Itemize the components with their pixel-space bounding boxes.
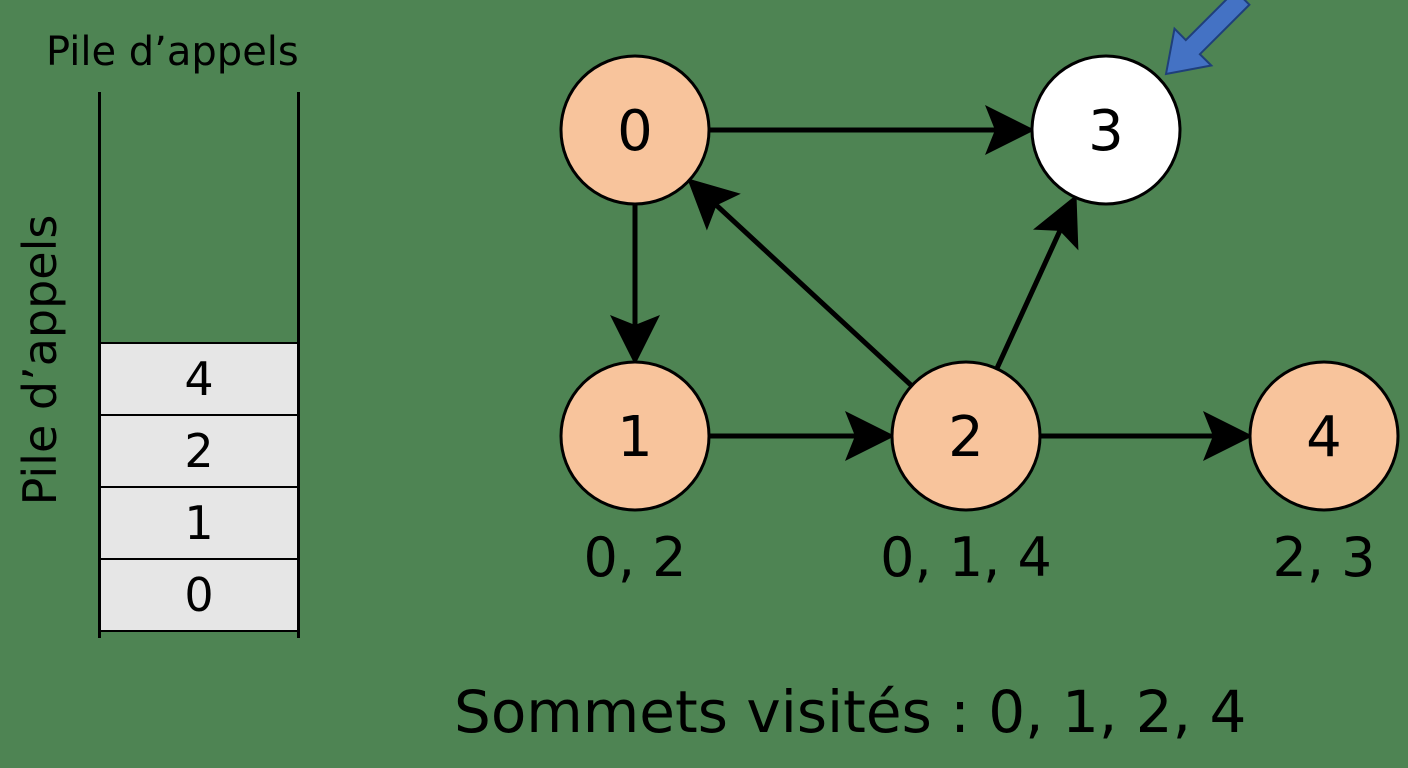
graph-node-2: 2 <box>890 360 1042 512</box>
edge-2-to-3 <box>994 194 1079 370</box>
graph-node-1: 1 <box>559 360 711 512</box>
graph-node-0: 0 <box>559 54 711 206</box>
node-label: 4 <box>1306 405 1342 470</box>
node-circle <box>559 54 711 206</box>
adjacency-label-node-2: 0, 1, 4 <box>880 526 1052 589</box>
stack-frame: 1 <box>99 486 299 560</box>
call-stack: 4 2 1 0 <box>99 342 299 632</box>
nodes-layer: 0 1 2 3 4 <box>559 54 1400 512</box>
current-node-pointer-icon <box>1164 0 1251 76</box>
node-label: 0 <box>617 99 653 164</box>
visited-vertices: Sommets visités : 0, 1, 2, 4 <box>454 678 1247 746</box>
adjacency-label-node-4: 2, 3 <box>1272 526 1376 589</box>
node-label: 2 <box>948 405 984 470</box>
node-circle <box>1030 54 1182 206</box>
edges-layer <box>610 105 1253 461</box>
graph-node-3: 3 <box>1030 54 1182 206</box>
stack-frame-top: 4 <box>99 342 299 416</box>
stack-frame: 2 <box>99 414 299 488</box>
stack-title: Pile d’appels <box>46 29 299 75</box>
stack-frame-bottom: 0 <box>99 558 299 632</box>
node-label: 3 <box>1088 99 1124 164</box>
node-circle <box>890 360 1042 512</box>
adjacency-label-node-1: 0, 2 <box>583 526 687 589</box>
graph-node-4: 4 <box>1248 360 1400 512</box>
node-circle <box>559 360 711 512</box>
node-circle <box>1248 360 1400 512</box>
edge-2-to-0 <box>687 178 914 388</box>
node-label: 1 <box>617 405 653 470</box>
pointer-layer <box>1164 0 1251 76</box>
